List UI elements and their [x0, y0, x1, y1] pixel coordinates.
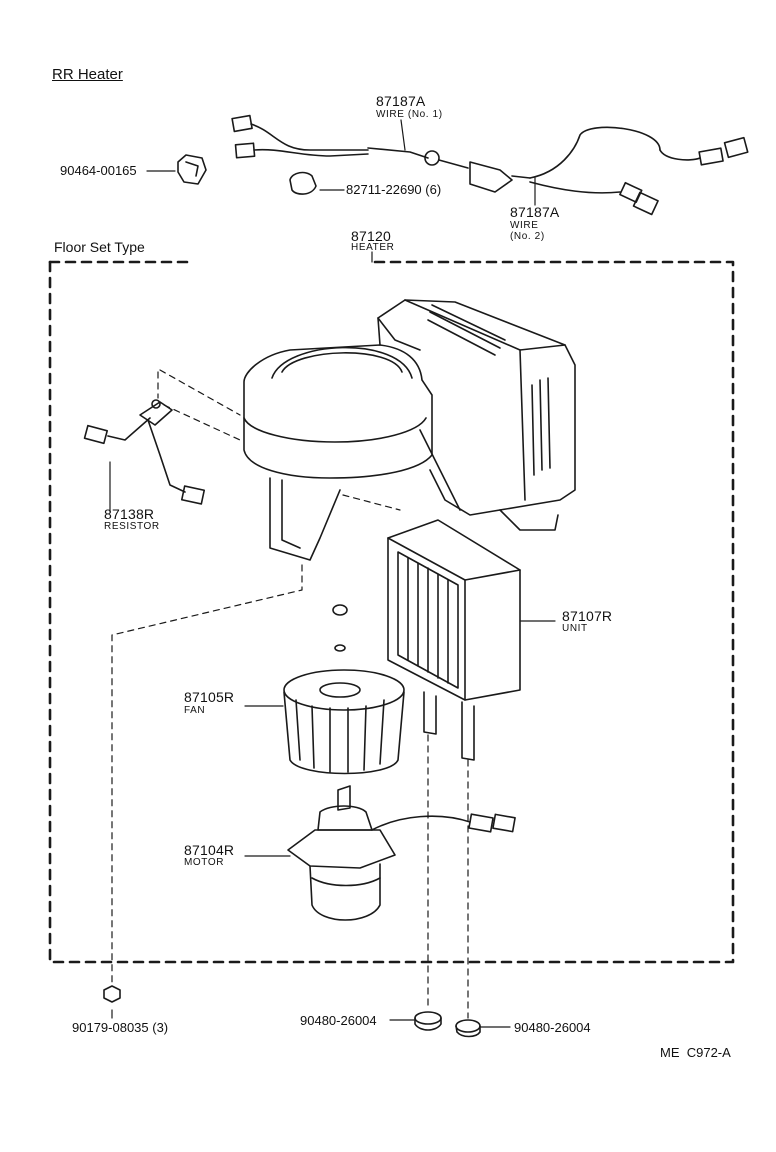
part-name-heater: HEATER	[351, 242, 395, 253]
heater-housing	[243, 299, 576, 561]
part-number-grommet-right: 90480-26004	[514, 1020, 591, 1035]
part-number-heater: 87120	[351, 228, 391, 244]
part-number-motor: 87104R	[184, 842, 235, 858]
part-number-grommet-left: 90480-26004	[300, 1013, 377, 1028]
part-number-unit: 87107R	[562, 608, 613, 624]
part-name-wire-no2-line2: (No. 2)	[510, 231, 545, 242]
blower-fan	[283, 604, 405, 775]
wire-harness-no2	[529, 126, 749, 216]
diagram-code: ME C972-A	[660, 1045, 731, 1060]
grommets	[414, 1011, 481, 1038]
connector-clip	[177, 154, 207, 185]
assembly-guide-lines	[111, 369, 469, 1019]
part-name-resistor: RESISTOR	[104, 521, 160, 532]
floor-set-type-boundary	[48, 260, 735, 964]
part-number-clamp: 82711-22690 (6)	[346, 182, 442, 197]
part-name-motor: MOTOR	[184, 857, 225, 868]
part-number-nut: 90179-08035 (3)	[72, 1020, 169, 1035]
leader-lines	[109, 119, 556, 1028]
part-number-fan: 87105R	[184, 689, 235, 705]
part-number-wire-no2: 87187A	[510, 204, 560, 220]
part-number-connector-clip: 90464-00165	[60, 163, 137, 178]
part-number-resistor: 87138R	[104, 506, 155, 522]
page-title: RR Heater	[52, 66, 123, 83]
nut	[103, 985, 121, 1003]
part-number-wire-no1: 87187A	[376, 93, 426, 109]
part-name-wire-no2-line1: WIRE	[510, 220, 539, 231]
section-label: Floor Set Type	[54, 239, 145, 255]
part-name-unit: UNIT	[562, 623, 588, 634]
part-name-wire-no1: WIRE (No. 1)	[376, 109, 443, 120]
part-name-fan: FAN	[184, 705, 206, 716]
blower-motor	[287, 785, 516, 921]
heater-core-unit	[387, 519, 521, 761]
resistor	[83, 399, 206, 505]
wire-harness-no1	[231, 114, 531, 195]
